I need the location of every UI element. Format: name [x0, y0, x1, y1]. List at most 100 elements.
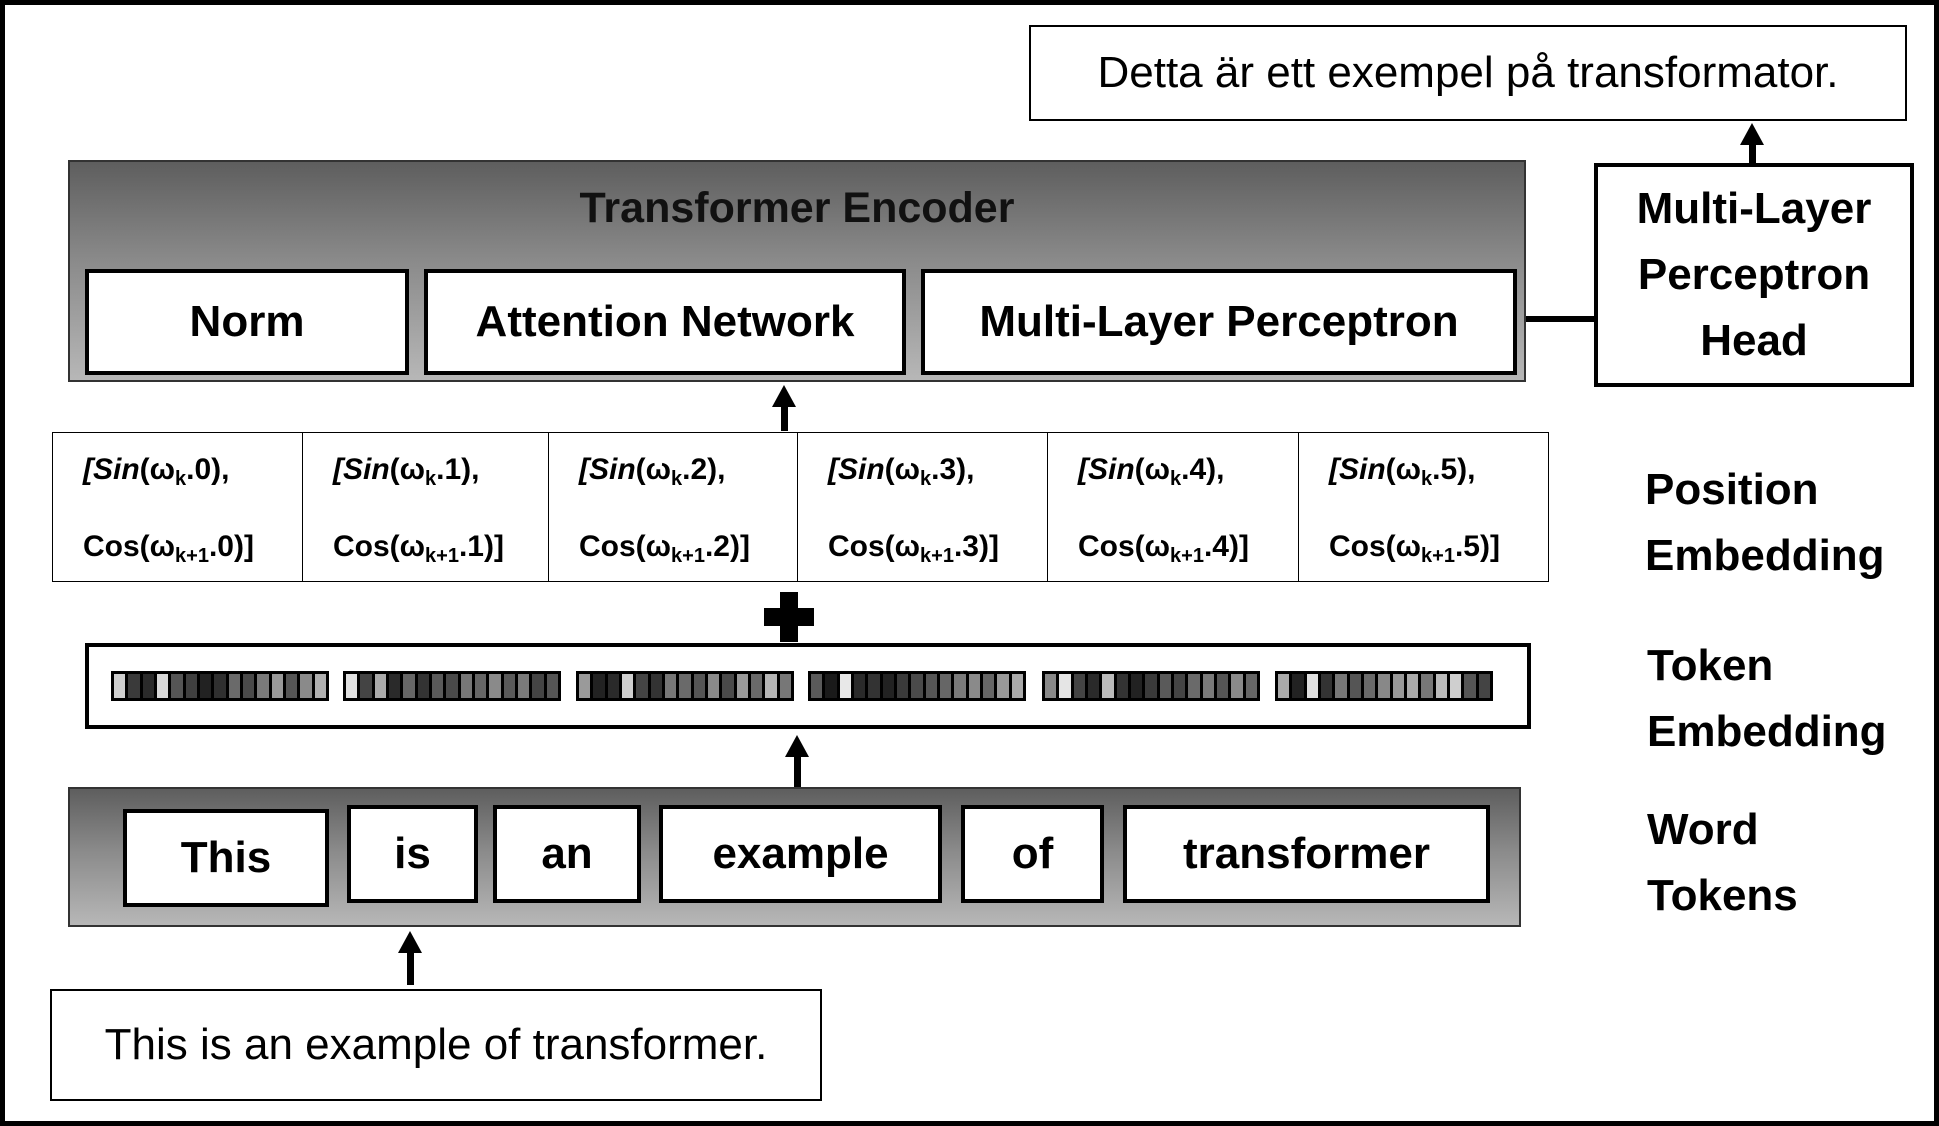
pe-cos-prefix: Cos(ω [579, 530, 672, 563]
pe-cos-arg: .2)] [704, 530, 750, 563]
pe-sin-line: [Sin(ωk.0), [83, 453, 230, 490]
embedding-cell [271, 674, 283, 698]
arrow-pe-to-encoder-tip [772, 385, 796, 407]
pe-sin-sub: k [1170, 468, 1182, 490]
pe-cos-prefix: Cos(ω [1329, 530, 1422, 563]
mlp-head-block: Multi-Layer Perceptron Head [1594, 163, 1914, 387]
token-embedding-label: Token Embedding [1647, 633, 1887, 765]
embedding-cell [911, 674, 923, 698]
embedding-cell [546, 674, 558, 698]
word-token-an-label: an [541, 829, 593, 878]
position-embedding-cell: [Sin(ωk.5),Cos(ωk+1.5)] [1298, 432, 1549, 582]
embedding-cell [607, 674, 619, 698]
pe-cos-arg: .4)] [1203, 530, 1249, 563]
embedding-cell [532, 674, 544, 698]
pe-sin-sub: k [175, 468, 187, 490]
embedding-cell [314, 674, 326, 698]
plus-sign [764, 592, 814, 642]
embedding-cell [1478, 674, 1490, 698]
position-embedding-cell: [Sin(ωk.3),Cos(ωk+1.3)] [797, 432, 1049, 582]
token-embedding-label-line-2: Embedding [1647, 707, 1887, 756]
embedding-cell [1102, 674, 1114, 698]
pe-cos-sub: k+1 [920, 545, 954, 567]
encoder-title: Transformer Encoder [579, 184, 1015, 232]
encoder-to-head-connector [1526, 316, 1594, 322]
position-embedding-label-line-1: Position [1645, 465, 1819, 514]
pe-cos-prefix: Cos(ω [828, 530, 921, 563]
word-token-example-label: example [712, 829, 889, 878]
input-sentence: This is an example of transformer. [104, 1020, 768, 1069]
embedding-cell [722, 674, 734, 698]
pe-sin-fn: Sin [1339, 453, 1386, 486]
embedding-cell [1349, 674, 1361, 698]
embedding-cell [650, 674, 662, 698]
embedding-cell [489, 674, 501, 698]
embedding-cell [868, 674, 880, 698]
embedding-cell [1045, 674, 1057, 698]
pe-sin-prefix: [ [333, 453, 343, 486]
embedding-cell [403, 674, 415, 698]
embedding-cell [142, 674, 154, 698]
pe-sin-sub: k [920, 468, 932, 490]
embedding-cell [214, 674, 226, 698]
embedding-cell [1073, 674, 1085, 698]
pe-sin-sub: k [671, 468, 683, 490]
pe-sin-line: [Sin(ωk.5), [1329, 453, 1476, 489]
embedding-cell [185, 674, 197, 698]
embedding-cell [982, 674, 995, 698]
pe-sin-arg: .0), [186, 453, 230, 486]
token-embedding-vector [1275, 671, 1493, 701]
embedding-cell [679, 674, 691, 698]
embedding-cell [853, 674, 866, 698]
embedding-cell [1245, 674, 1257, 698]
embedding-cell [517, 674, 530, 698]
embedding-cell [228, 674, 240, 698]
mlp-block: Multi-Layer Perceptron [921, 269, 1517, 375]
embedding-cell [1406, 674, 1419, 698]
pe-sin-line: [Sin(ωk.4), [1078, 453, 1225, 490]
embedding-cell [1435, 674, 1447, 698]
pe-cos-sub: k+1 [425, 545, 459, 567]
word-tokens-label-line-1: Word [1647, 805, 1759, 854]
embedding-cell [1087, 674, 1100, 698]
pe-sin-prefix: [ [1329, 453, 1339, 486]
embedding-cell [1306, 674, 1318, 698]
embedding-cell [1464, 674, 1476, 698]
embedding-cell [1130, 674, 1143, 698]
pe-sin-prefix: [ [828, 453, 838, 486]
arrow-pe-to-encoder [781, 405, 788, 431]
position-embedding-label-line-2: Embedding [1645, 531, 1885, 580]
pe-sin-line: [Sin(ωk.2), [579, 453, 726, 490]
embedding-cell [1320, 674, 1333, 698]
word-tokens-label-line-2: Tokens [1647, 871, 1798, 920]
embedding-cell [621, 674, 634, 698]
embedding-cell [242, 674, 255, 698]
embedding-cell [1011, 674, 1023, 698]
word-token-example: example [659, 805, 942, 903]
token-embedding-vector [111, 671, 329, 701]
embedding-cell [503, 674, 515, 698]
pe-cos-line: Cos(ωk+1.1)] [333, 530, 504, 567]
arrow-head-to-output-tip [1740, 123, 1764, 145]
pe-sin-fn: Sin [838, 453, 885, 486]
position-embedding-cell: [Sin(ωk.1),Cos(ωk+1.1)] [302, 432, 550, 582]
embedding-cell [1335, 674, 1347, 698]
token-embedding-vector [576, 671, 794, 701]
position-embedding-cell: [Sin(ωk.2),Cos(ωk+1.2)] [548, 432, 799, 582]
arrow-input-to-tokens [407, 951, 414, 985]
embedding-cell [460, 674, 472, 698]
norm-label: Norm [189, 297, 305, 346]
embedding-cell [1188, 674, 1200, 698]
embedding-cell [839, 674, 851, 698]
embedding-cell [664, 674, 677, 698]
pe-sin-arg: .5), [1432, 453, 1476, 486]
embedding-cell [707, 674, 720, 698]
pe-sin-prefix: [ [579, 453, 589, 486]
embedding-cell [882, 674, 894, 698]
embedding-cell [1216, 674, 1229, 698]
word-token-is-label: is [394, 829, 431, 878]
pe-sin-fn: Sin [1088, 453, 1135, 486]
embedding-cell [939, 674, 952, 698]
arrow-head-to-output [1749, 143, 1756, 165]
pe-cos-prefix: Cos(ω [333, 530, 426, 563]
